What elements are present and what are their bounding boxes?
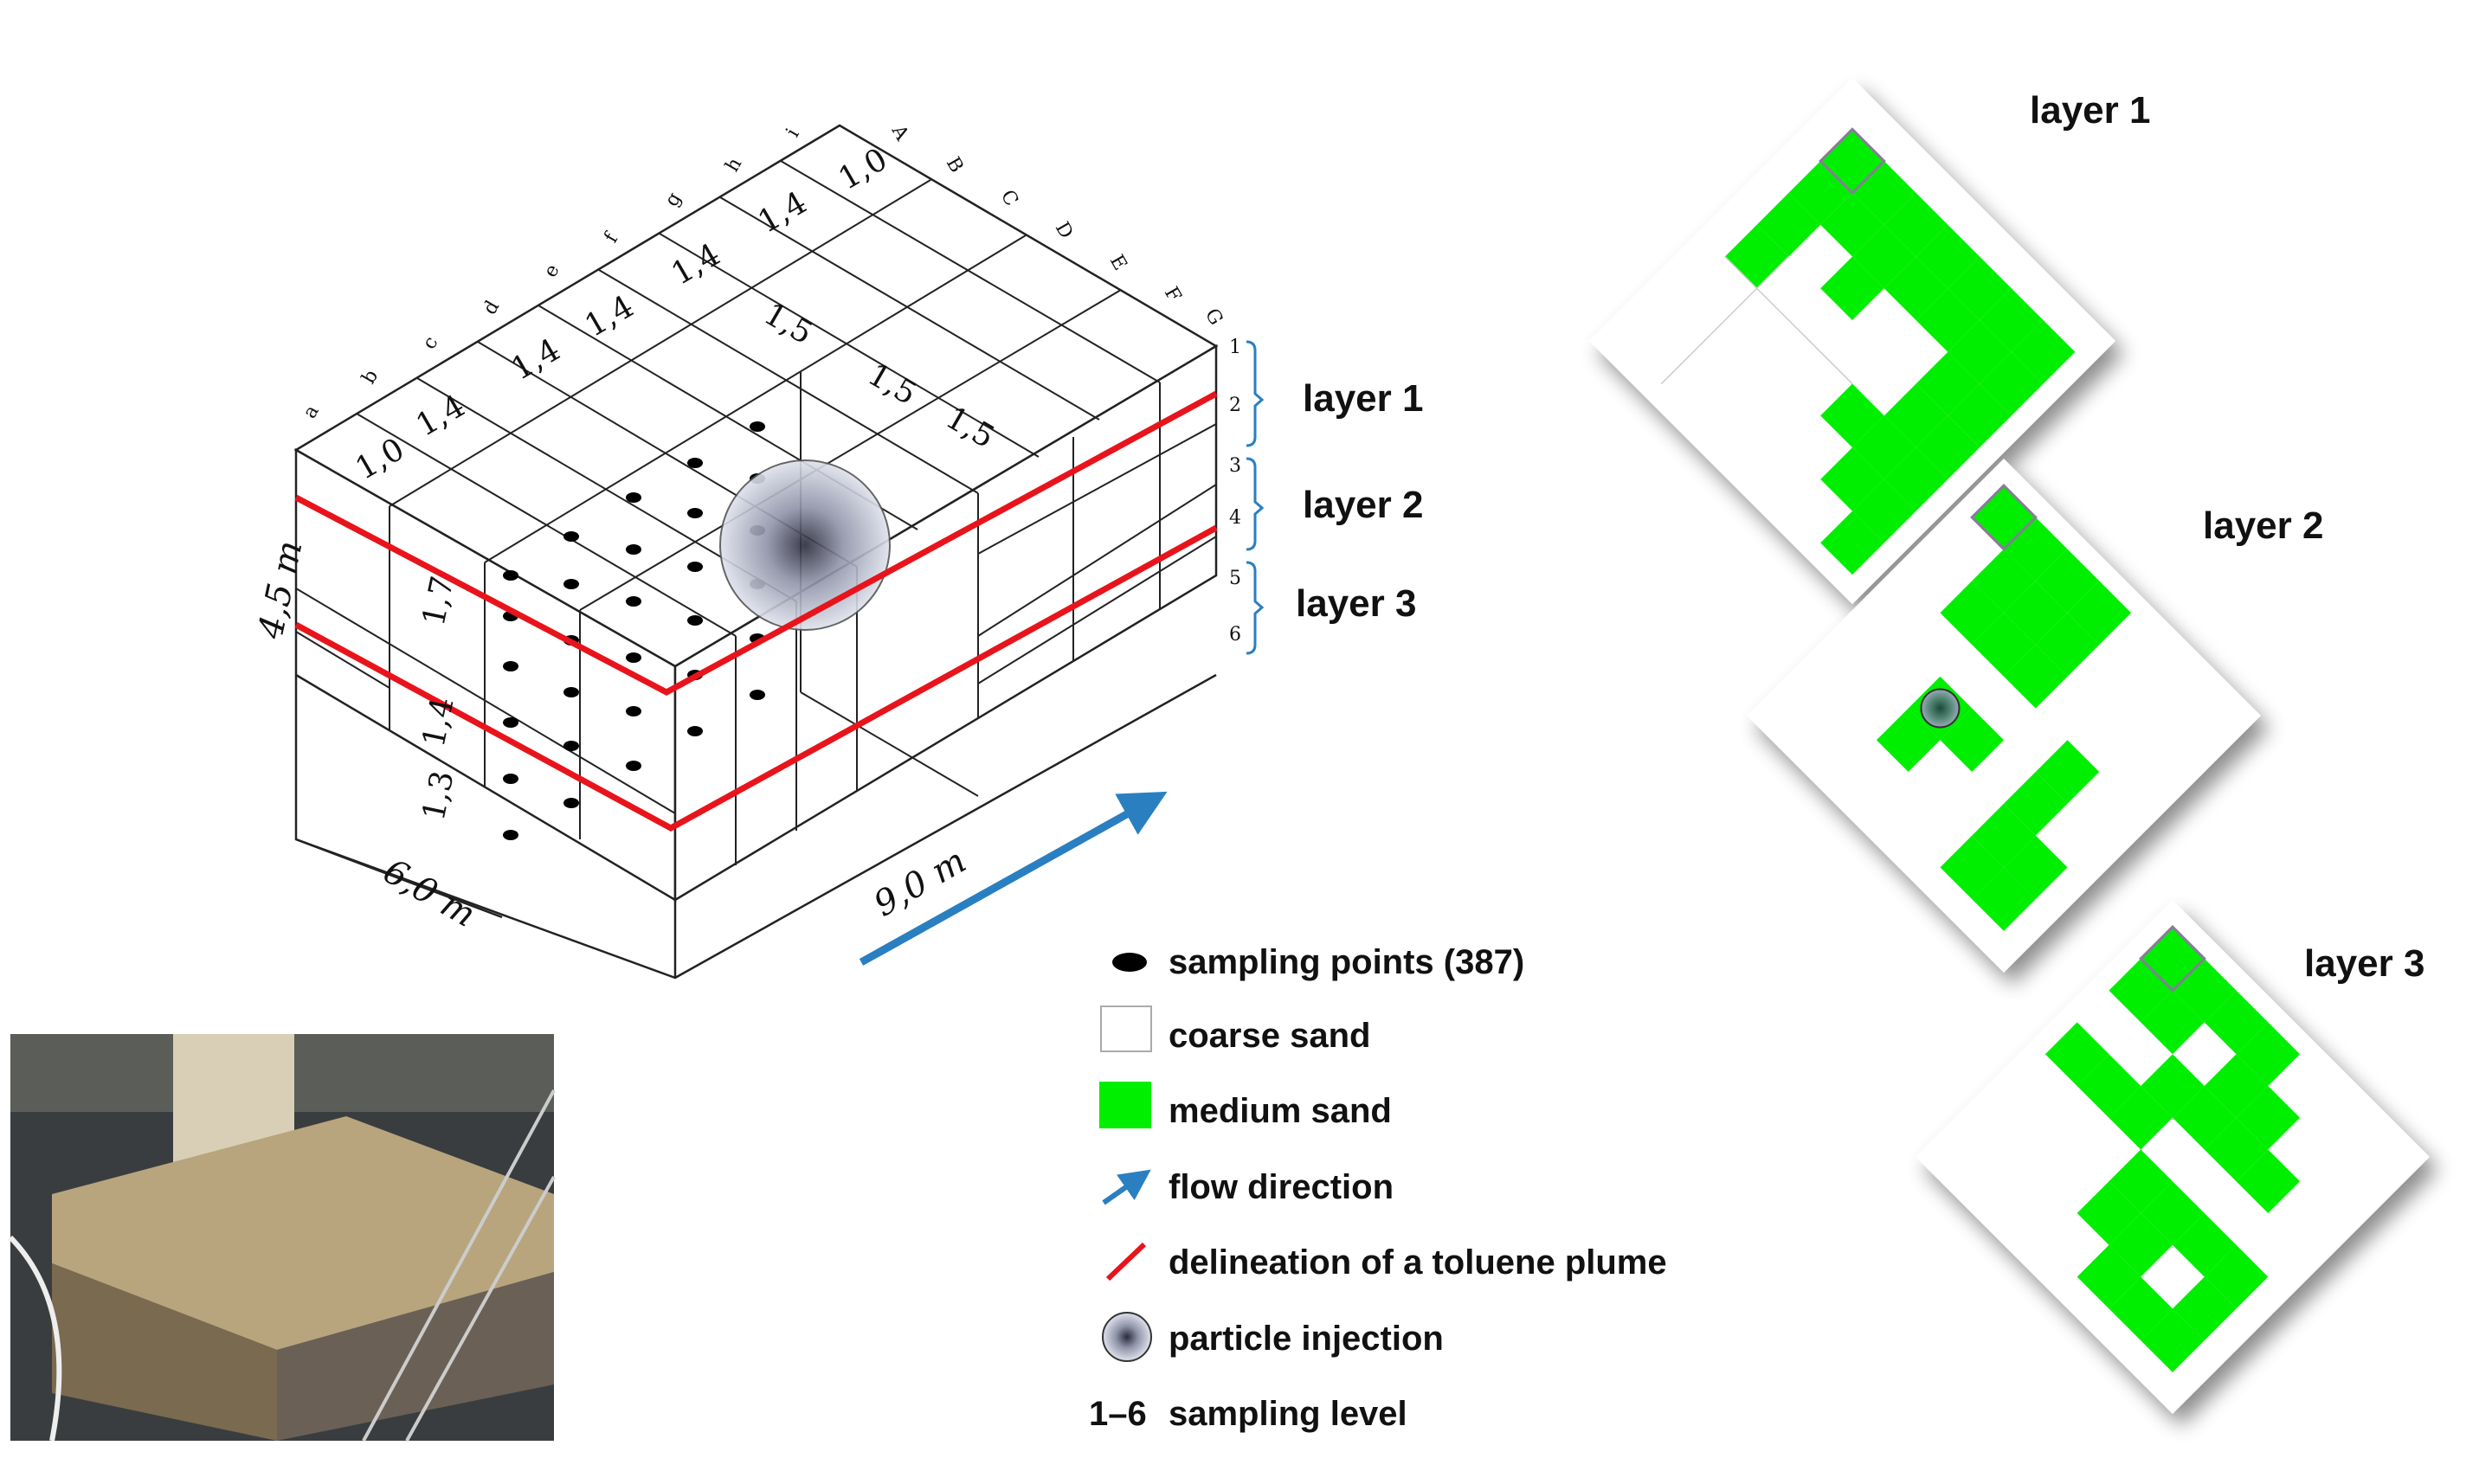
- tank-box: [293, 124, 1219, 980]
- particle-injection-sphere: [719, 459, 891, 631]
- row-letter-E: E: [1105, 252, 1131, 274]
- plume-line-icon: [1105, 1242, 1147, 1282]
- row-letter-b: b: [358, 366, 383, 388]
- row-letter-f: f: [601, 228, 624, 247]
- right-grid: [735, 372, 1217, 865]
- legend-item-plume: delineation of a toluene plume: [1105, 1242, 1667, 1282]
- legend-level-prefix: 1–6: [1089, 1395, 1147, 1433]
- row-letter-a: a: [299, 402, 324, 422]
- side-layer-2-label: layer 2: [1303, 484, 1423, 526]
- row-letter-D: D: [1051, 219, 1077, 243]
- plume-line-lower: [294, 524, 1218, 832]
- row-letter-F: F: [1160, 284, 1185, 306]
- legend: sampling points (387) coarse sand medium…: [1089, 943, 1667, 1433]
- legend-medium-sand-label: medium sand: [1169, 1092, 1392, 1130]
- flow-arrow: [859, 791, 1168, 966]
- plan-layer-2-label: layer 2: [2203, 504, 2323, 547]
- level-2: 2: [1229, 395, 1241, 416]
- row-letter-e: e: [540, 260, 564, 281]
- plan-layer-3-label: layer 3: [2304, 942, 2424, 985]
- sampling-column-3: [626, 492, 641, 771]
- row-letter-g: g: [661, 189, 686, 210]
- legend-item-particle-injection: particle injection: [1102, 1312, 1444, 1362]
- side-layer-1-label: layer 1: [1303, 377, 1423, 420]
- front-value-3: 1,3: [416, 768, 461, 824]
- particle-injection-icon: [1102, 1312, 1152, 1362]
- box-floor: [294, 673, 1217, 980]
- side-layer-3-label: layer 3: [1296, 582, 1416, 625]
- row-letter-i: i: [782, 125, 804, 141]
- plan-layer-1-label: layer 1: [2030, 89, 2150, 132]
- legend-particle-injection-label: particle injection: [1169, 1320, 1444, 1358]
- medium-sand-swatch: [1099, 1082, 1151, 1128]
- level-5: 5: [1229, 568, 1241, 589]
- row-letter-C: C: [996, 187, 1022, 210]
- level-4: 4: [1229, 507, 1241, 529]
- legend-item-coarse-sand: coarse sand: [1100, 1005, 1370, 1055]
- row-letter-B: B: [942, 154, 968, 177]
- box-right-face: [673, 344, 1218, 903]
- level-3: 3: [1229, 455, 1241, 477]
- sampling-point-icon: [1112, 953, 1147, 972]
- row-letter-G: G: [1201, 305, 1227, 330]
- legend-item-sampling-points: sampling points (387): [1112, 943, 1524, 981]
- sampling-column-1: [503, 570, 518, 840]
- row-letter-A: A: [886, 121, 913, 145]
- legend-plume-label: delineation of a toluene plume: [1169, 1243, 1667, 1282]
- layer-brackets: [1246, 340, 1265, 655]
- plume-line-upper: [294, 390, 1218, 696]
- flow-arrow-icon: [1102, 1169, 1151, 1205]
- legend-item-sampling-level: 1–6 sampling level: [1089, 1395, 1407, 1433]
- legend-sampling-points-label: sampling points (387): [1169, 943, 1524, 981]
- row-letter-d: d: [480, 297, 505, 318]
- level-6: 6: [1229, 624, 1241, 646]
- row-letter-c: c: [419, 333, 443, 353]
- sampling-levels: 1 2 3 4 5 6: [1229, 337, 1241, 646]
- plan-2-injection-dot: [1920, 688, 1961, 729]
- legend-item-flow-direction: flow direction: [1102, 1168, 1394, 1206]
- legend-coarse-sand-label: coarse sand: [1169, 1017, 1370, 1055]
- legend-item-medium-sand: medium sand: [1099, 1082, 1392, 1130]
- row-letter-h: h: [722, 154, 747, 176]
- facility-photo: [8, 1034, 556, 1442]
- toluene-plume: [294, 390, 1218, 832]
- coarse-sand-swatch: [1100, 1005, 1152, 1052]
- legend-sampling-level-label: sampling level: [1169, 1395, 1407, 1433]
- legend-flow-direction-label: flow direction: [1169, 1168, 1394, 1206]
- width-label: 6,0 m: [377, 851, 482, 935]
- level-1: 1: [1229, 337, 1241, 358]
